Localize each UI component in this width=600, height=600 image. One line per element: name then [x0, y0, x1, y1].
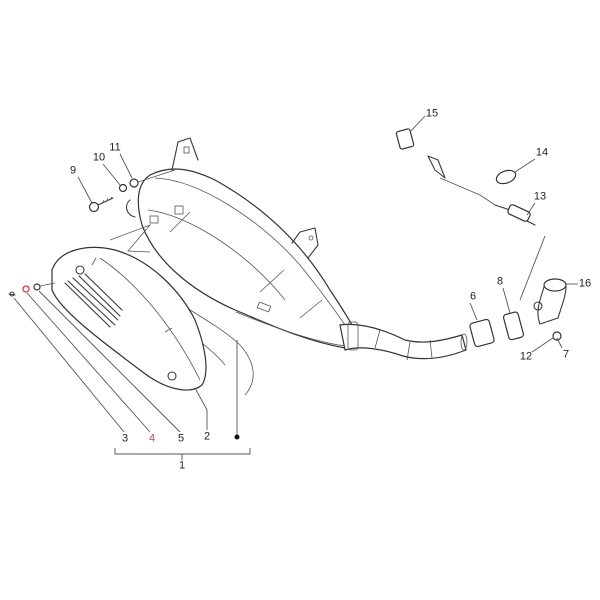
callout-2: 2	[203, 430, 211, 443]
callout-8: 8	[496, 275, 504, 288]
callout-7: 7	[562, 348, 570, 361]
callout-15: 15	[425, 107, 439, 120]
callout-9: 9	[69, 164, 77, 177]
washer-4-highlighted[interactable]	[22, 285, 30, 293]
clamp-8[interactable]	[502, 311, 525, 341]
washer-10[interactable]	[118, 183, 128, 193]
connector-cover-15[interactable]	[395, 128, 415, 150]
fastener-3[interactable]	[8, 291, 16, 297]
callout-4-highlighted: 4	[148, 432, 156, 445]
washer-11[interactable]	[129, 178, 139, 188]
leader-lines	[13, 115, 578, 460]
callout-1: 1	[178, 459, 186, 472]
callout-14: 14	[535, 146, 549, 159]
callout-6: 6	[469, 290, 477, 303]
hose-clamp-14[interactable]	[495, 168, 518, 186]
callout-3: 3	[121, 432, 129, 445]
nut-7[interactable]	[552, 331, 562, 341]
callout-11: 11	[109, 141, 121, 154]
callout-10: 10	[92, 151, 106, 164]
lambda-sensor-13[interactable]	[427, 155, 536, 226]
sleeve-6[interactable]	[469, 318, 495, 348]
callout-16: 16	[578, 277, 592, 290]
callout-13: 13	[533, 190, 547, 203]
callout-12: 12	[519, 350, 533, 363]
flange-16[interactable]	[533, 278, 567, 325]
heat-shield[interactable]	[51, 246, 207, 391]
bolt-9[interactable]	[88, 196, 114, 213]
spacer-5[interactable]	[33, 282, 56, 291]
muffler-body[interactable]	[126, 137, 353, 349]
callout-5: 5	[177, 432, 185, 445]
header-pipe[interactable]	[339, 321, 468, 361]
